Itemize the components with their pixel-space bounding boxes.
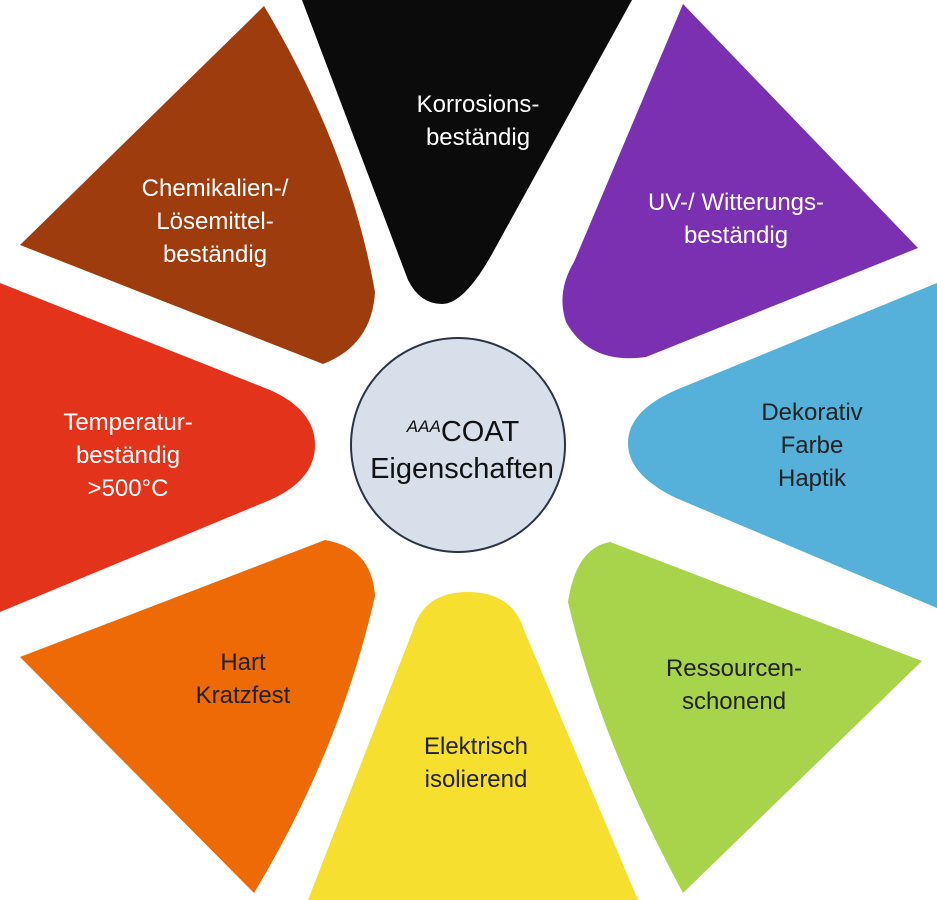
segment-korrosion [302, 0, 632, 304]
segment-label-line: Ressourcen- [666, 655, 802, 682]
hub-prefix: AAA [406, 417, 441, 436]
segment-label-line: Temperatur- [63, 409, 192, 436]
segment-chemikalien [20, 6, 375, 364]
segment-label-uv: UV-/ Witterungs-beständig [648, 189, 824, 249]
segment-label-line: isolierend [425, 766, 528, 793]
segment-hart [20, 540, 375, 893]
center-hub: AAACOAT Eigenschaften [350, 337, 566, 553]
segment-label-line: Lösemittel- [156, 208, 273, 235]
hub-circle [350, 337, 566, 553]
segment-label-line: Kratzfest [196, 682, 291, 709]
segment-ressourcen [568, 542, 922, 893]
segment-label-line: schonend [682, 688, 786, 715]
segment-label-line: UV-/ Witterungs- [648, 189, 824, 216]
segment-label-line: >500°C [88, 475, 169, 502]
segment-label-line: beständig [684, 222, 788, 249]
segment-label-line: Haptik [778, 465, 847, 492]
segment-dekorativ [628, 283, 937, 608]
segment-label-line: Hart [220, 649, 266, 676]
segment-label-line: beständig [426, 124, 530, 151]
segment-label-line: Dekorativ [761, 399, 862, 426]
segment-label-elektrisch: Elektrisch isolierend [424, 733, 528, 793]
segment-label-korrosion: Korrosions-beständig [417, 91, 540, 151]
segment-label-temperatur: Temperatur-beständig >500°C [63, 409, 192, 502]
segment-temperatur [0, 283, 315, 612]
segment-label-line: Chemikalien-/ [142, 175, 289, 202]
hub-title: AAACOAT [406, 416, 520, 448]
segment-label-line: Elektrisch [424, 733, 528, 760]
hub-caption: Eigenschaften [370, 453, 554, 485]
segment-label-line: Farbe [781, 432, 844, 459]
hub-brand: COAT [441, 416, 520, 448]
segment-label-line: Korrosions- [417, 91, 540, 118]
segment-label-chemikalien: Chemikalien-/ Lösemittel-beständig [142, 175, 289, 268]
segment-label-ressourcen: Ressourcen-schonend [666, 655, 802, 715]
segment-uv [562, 4, 918, 359]
segment-elektrisch [308, 592, 638, 900]
segment-label-line: beständig [76, 442, 180, 469]
segment-label-line: beständig [163, 241, 267, 268]
